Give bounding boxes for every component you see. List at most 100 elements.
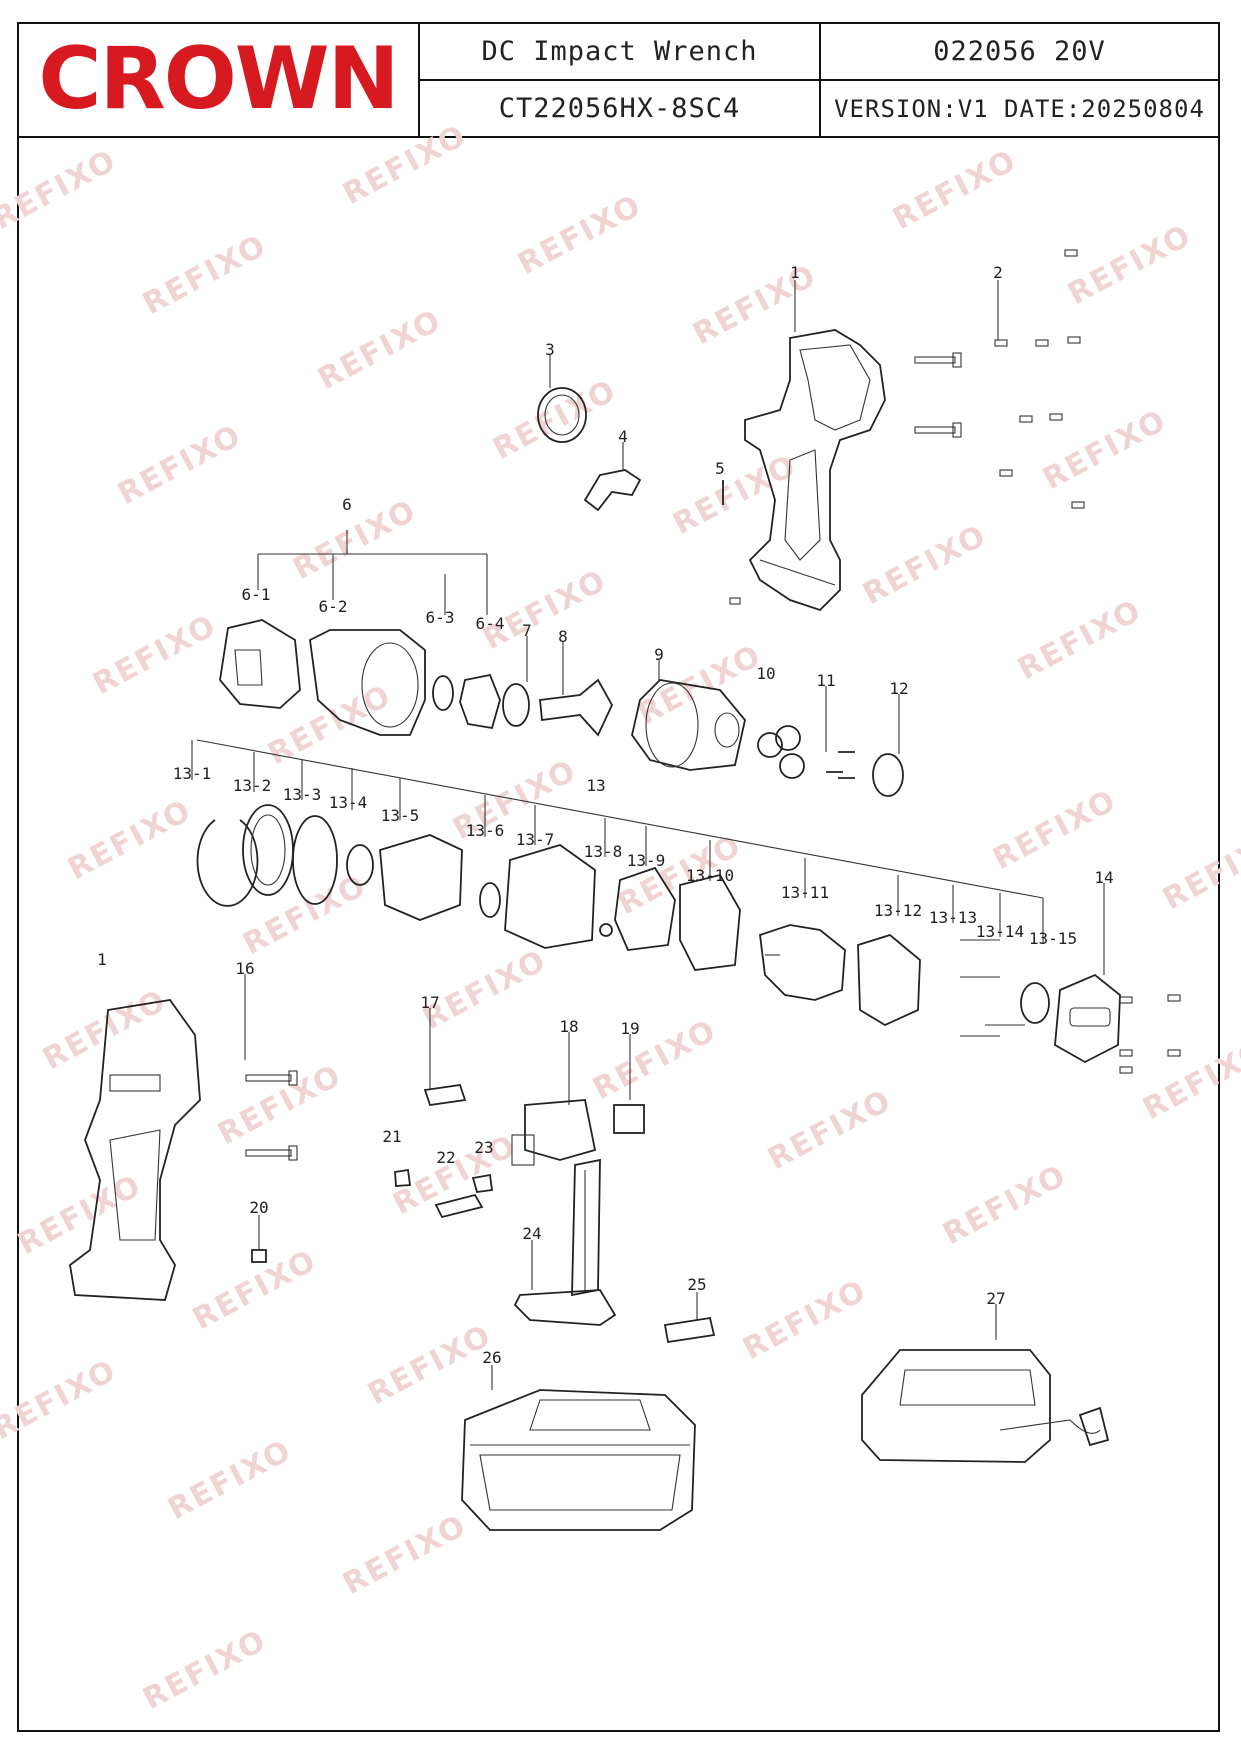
drawing-frame xyxy=(17,22,1220,1732)
watermark-text: REFIXO xyxy=(687,258,822,352)
watermark-text: REFIXO xyxy=(632,638,767,732)
watermark-text: REFIXO xyxy=(37,983,172,1077)
watermark-text: REFIXO xyxy=(137,1623,272,1717)
watermark-text: REFIXO xyxy=(0,1353,123,1447)
callout-label: 18 xyxy=(559,1017,578,1036)
callout-label: 13-14 xyxy=(976,922,1024,941)
pad-19 xyxy=(613,1104,645,1134)
callout-label: 7 xyxy=(522,621,532,640)
gearbox-housing-group xyxy=(219,619,530,736)
watermark-text: REFIXO xyxy=(112,418,247,512)
callout-label: 13-15 xyxy=(1029,929,1077,948)
watermark-text: REFIXO xyxy=(187,1243,322,1337)
watermark-text: REFIXO xyxy=(387,1128,522,1222)
watermark-text: REFIXO xyxy=(337,118,472,212)
title-block-divider xyxy=(418,79,1220,81)
callout-label: 19 xyxy=(620,1019,639,1038)
watermark-text: REFIXO xyxy=(587,1013,722,1107)
charger-27 xyxy=(861,1349,1110,1463)
housing-half-right xyxy=(744,329,886,612)
callout-label: 5 xyxy=(715,459,725,478)
callout-label: 4 xyxy=(618,427,628,446)
watermark-text: REFIXO xyxy=(1157,823,1241,917)
callout-label: 6 xyxy=(342,495,352,514)
callout-label: 2 xyxy=(993,263,1003,282)
callout-label: 24 xyxy=(522,1224,541,1243)
model-number: CT22056HX-8SC4 xyxy=(498,93,741,124)
watermark-text: REFIXO xyxy=(0,143,123,237)
callout-label: 13-7 xyxy=(516,830,555,849)
switch-18 xyxy=(511,1099,597,1166)
watermark-text: REFIXO xyxy=(62,793,197,887)
callout-label: 21 xyxy=(382,1127,401,1146)
callout-label: 13-3 xyxy=(283,785,322,804)
callout-label: 3 xyxy=(545,340,555,359)
spring-21 xyxy=(394,1168,412,1187)
callout-label: 13-1 xyxy=(173,764,212,783)
brand-logo: CROWN xyxy=(38,29,399,129)
title-block xyxy=(17,22,1220,138)
watermark-text: REFIXO xyxy=(667,448,802,542)
cap-23 xyxy=(471,1173,494,1193)
leader-lines xyxy=(191,280,1105,1390)
watermark-text: REFIXO xyxy=(887,143,1022,237)
callout-label: 9 xyxy=(654,645,664,664)
watermark-text: REFIXO xyxy=(362,1318,497,1412)
callout-label: 22 xyxy=(436,1148,455,1167)
callout-label: 26 xyxy=(482,1348,501,1367)
hammer-cage-9 xyxy=(631,679,746,771)
terminal-25 xyxy=(663,1316,716,1344)
watermark-text: REFIXO xyxy=(137,228,272,322)
callout-label: 23 xyxy=(474,1138,493,1157)
watermark-text: REFIXO xyxy=(1137,1033,1241,1127)
callout-label: 13-2 xyxy=(233,776,272,795)
watermark-text: REFIXO xyxy=(1012,593,1147,687)
callout-label: 12 xyxy=(889,679,908,698)
callout-label: 13-10 xyxy=(686,866,734,885)
callout-label: 6-4 xyxy=(476,614,505,633)
watermark-text: REFIXO xyxy=(262,678,397,772)
callout-label: 13-9 xyxy=(627,851,666,870)
pins-11 xyxy=(826,751,855,779)
watermark-text: REFIXO xyxy=(87,608,222,702)
anvil-8 xyxy=(539,678,614,737)
watermark-text: REFIXO xyxy=(12,1168,147,1262)
callout-label: 20 xyxy=(249,1198,268,1217)
rear-cover-14 xyxy=(1054,973,1181,1074)
product-name: DC Impact Wrench xyxy=(481,36,758,67)
switch-lever-17 xyxy=(423,1084,467,1106)
callout-label: 1 xyxy=(790,263,800,282)
callout-label: 13 xyxy=(586,776,605,795)
watermark-text: REFIXO xyxy=(417,943,552,1037)
watermark-text: REFIXO xyxy=(987,783,1122,877)
watermark-text: REFIXO xyxy=(287,493,422,587)
callout-label: 1 xyxy=(97,950,107,969)
callout-label: 13-12 xyxy=(874,901,922,920)
part-code: 022056 20V xyxy=(933,36,1106,67)
watermark-text: REFIXO xyxy=(162,1433,297,1527)
watermark-text: REFIXO xyxy=(737,1273,872,1367)
callout-label: 6-2 xyxy=(319,597,348,616)
watermark-text: REFIXO xyxy=(857,518,992,612)
planet-gears-10 xyxy=(757,725,805,779)
callout-label: 25 xyxy=(687,1275,706,1294)
housing-half-left xyxy=(69,999,201,1301)
control-board-24 xyxy=(513,1158,617,1326)
callout-label: 10 xyxy=(756,664,775,683)
watermark-layer: REFIXO REFIXO REFIXO REFIXO REFIXO REFIX… xyxy=(0,118,1241,1717)
led-board-22 xyxy=(434,1193,484,1219)
ring-3 xyxy=(537,387,587,443)
watermark-text: REFIXO xyxy=(1037,403,1172,497)
callout-label: 11 xyxy=(816,671,835,690)
callout-label: 13-6 xyxy=(466,821,505,840)
battery-pack-26 xyxy=(461,1389,696,1531)
watermark-text: REFIXO xyxy=(337,1508,472,1602)
watermark-text: REFIXO xyxy=(1062,218,1197,312)
callout-label: 13-4 xyxy=(329,793,368,812)
callout-label: 6-3 xyxy=(426,608,455,627)
callout-label: 13-13 xyxy=(929,908,977,927)
version-date: VERSION:V1 DATE:20250804 xyxy=(834,94,1205,123)
callout-label: 8 xyxy=(558,627,568,646)
